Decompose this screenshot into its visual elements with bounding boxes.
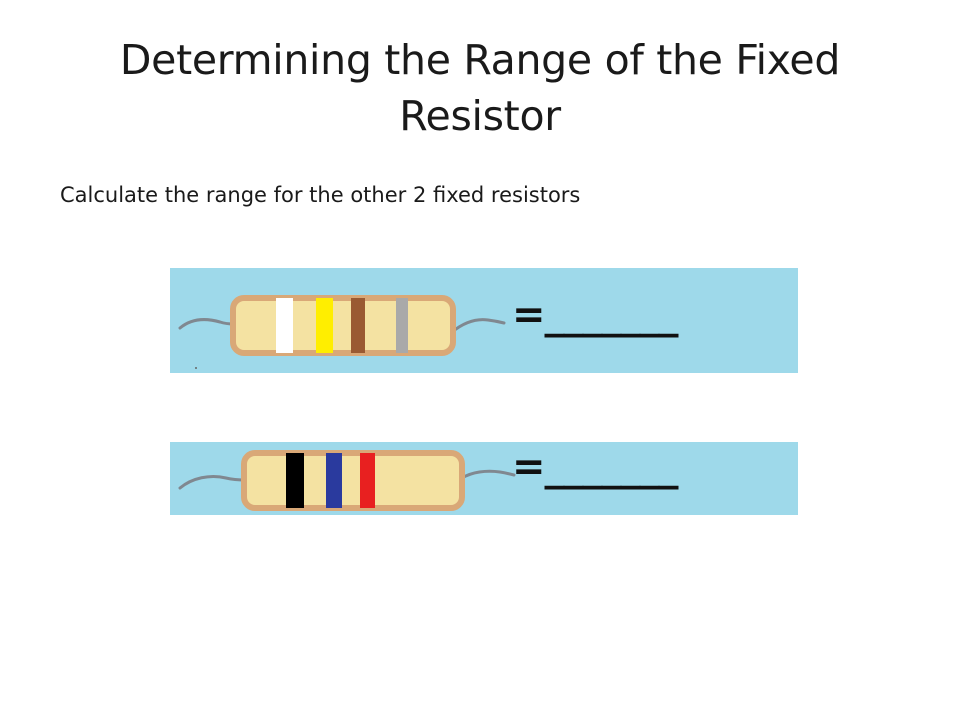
slide-title: Determining the Range of the Fixed Resis…: [119, 36, 841, 140]
resistor-1-band-4: [396, 298, 408, 353]
resistor-1-band-1: [276, 298, 293, 353]
left-lead-wire: [178, 318, 236, 330]
resistor-1-body: [230, 295, 456, 356]
answer-blank-1: =_______: [512, 292, 679, 338]
resistor-2-band-3: [360, 453, 375, 508]
resistor-2-band-1: [286, 453, 304, 508]
resistor-panel-1: =_______: [170, 268, 798, 373]
left-lead-wire: [178, 474, 248, 490]
answer-blank-2: =_______: [512, 444, 679, 490]
stray-mark: [195, 367, 197, 369]
resistor-1-band-2: [316, 298, 333, 353]
instruction-text: Calculate the range for the other 2 fixe…: [60, 183, 581, 207]
resistor-1-illustration: [178, 295, 506, 369]
right-lead-wire: [450, 318, 506, 334]
resistor-2-body: [241, 450, 465, 511]
resistor-panel-2: =_______: [170, 442, 798, 515]
right-lead-wire: [460, 469, 516, 480]
resistor-1-band-3: [351, 298, 365, 353]
resistor-2-illustration: [178, 450, 516, 511]
resistor-2-band-2: [326, 453, 342, 508]
